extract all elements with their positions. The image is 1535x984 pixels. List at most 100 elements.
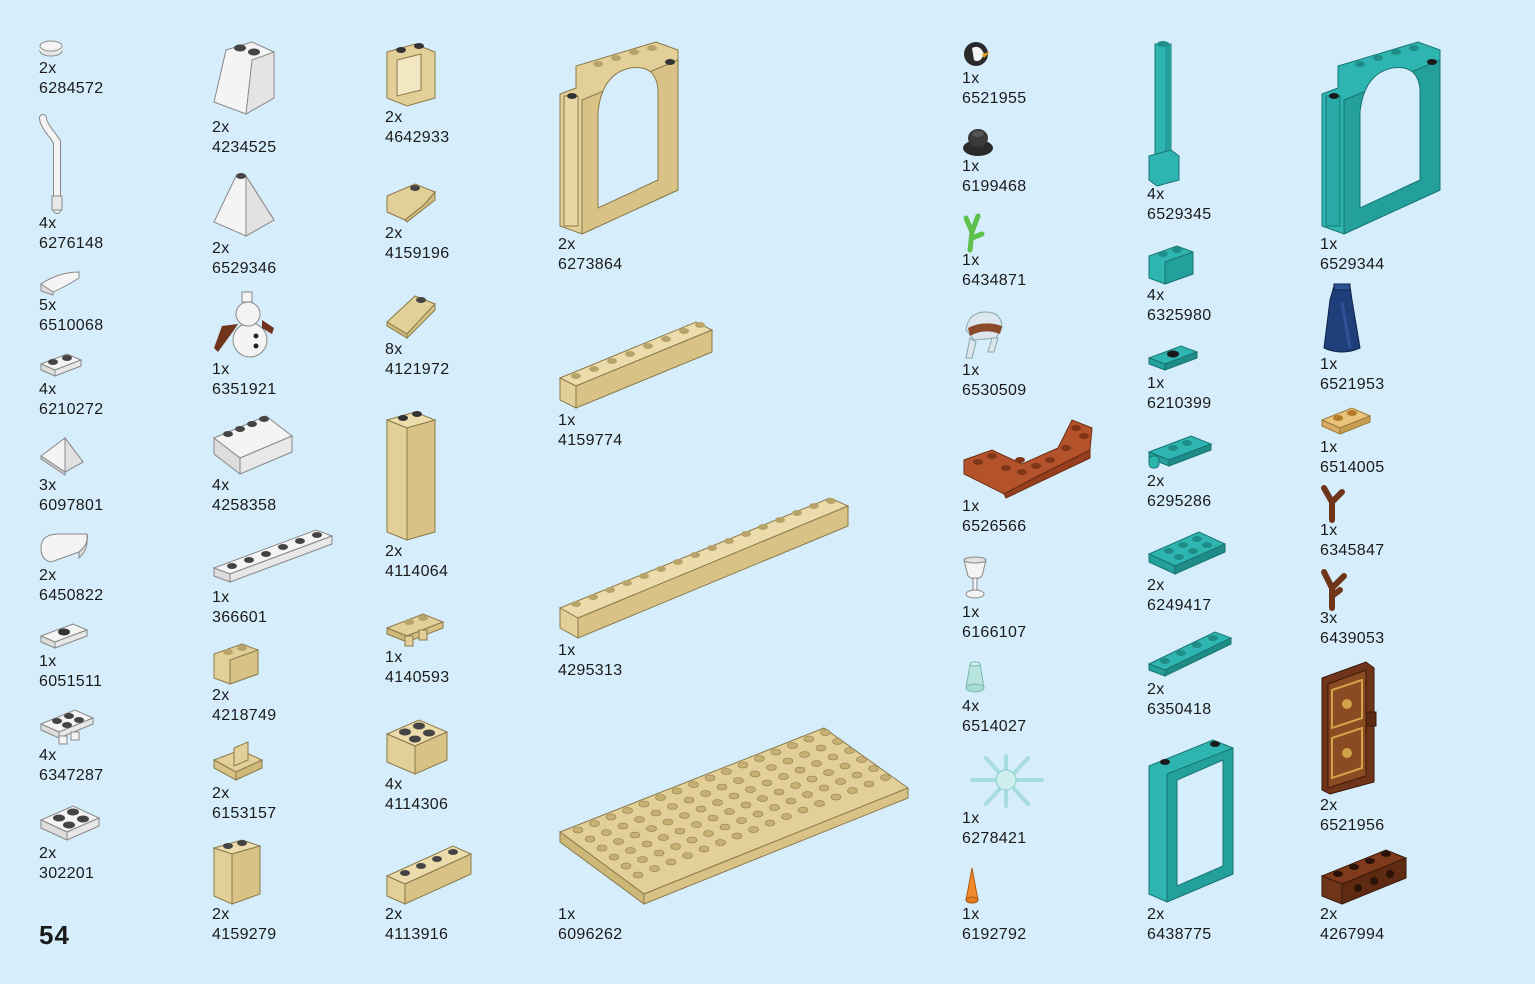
baseplate-stud xyxy=(572,826,584,834)
part-id: 6325980 xyxy=(1147,307,1212,324)
baseplate-stud xyxy=(778,773,789,780)
part-4114306: 4x 4114306 xyxy=(385,714,449,813)
part-id: 4234525 xyxy=(212,139,277,156)
part-366601: 1x 366601 xyxy=(212,526,334,626)
baseplate-stud xyxy=(698,845,710,853)
part-id: 4140593 xyxy=(385,669,450,686)
baseplate-stud xyxy=(863,780,875,788)
part-6350418: 2x 6350418 xyxy=(1147,628,1233,718)
part-qty: 1x xyxy=(558,906,576,923)
part-6325980: 4x 6325980 xyxy=(1147,242,1211,324)
baseplate-stud xyxy=(799,751,810,758)
part-qty: 1x xyxy=(212,361,230,378)
baseplate-stud xyxy=(803,735,815,743)
part-qty: 2x xyxy=(212,119,230,136)
baseplate-stud xyxy=(802,791,813,798)
baseplate-stud xyxy=(823,769,834,776)
baseplate-stud xyxy=(728,792,740,800)
baseplate-stud xyxy=(815,744,827,752)
baseplate-stud xyxy=(737,761,749,769)
baseplate-stud xyxy=(757,795,768,802)
part-id: 6530509 xyxy=(962,382,1027,399)
door-icon xyxy=(1321,661,1377,795)
part-6521953: 1x 6521953 xyxy=(1320,282,1384,393)
part-4121972: 8x 4121972 xyxy=(385,292,449,378)
part-qty: 3x xyxy=(1320,610,1338,627)
baseplate-stud xyxy=(811,760,822,767)
part-6450822: 2x 6450822 xyxy=(39,530,103,604)
baseplate-stud xyxy=(617,822,629,830)
part-id: 6529345 xyxy=(1147,206,1212,223)
page-number: 54 xyxy=(39,920,70,950)
part-6210399: 1x 6210399 xyxy=(1147,342,1211,412)
part-4159196: 2x 4159196 xyxy=(385,178,449,262)
baseplate-stud xyxy=(608,853,620,861)
twig-icon xyxy=(1321,569,1347,611)
part-6273864: 2x 6273864 xyxy=(558,40,682,273)
part-qty: 1x xyxy=(385,649,403,666)
baseplate-stud xyxy=(653,849,665,857)
baseplate-stud xyxy=(832,738,843,745)
part-qty: 1x xyxy=(962,158,980,175)
plate-2x3-icon xyxy=(1147,531,1227,575)
baseplate-stud xyxy=(700,790,711,797)
baseplate-stud xyxy=(818,784,830,792)
part-id: 4218749 xyxy=(212,707,277,724)
part-6192792: 1x 6192792 xyxy=(962,866,1026,943)
part-6530509: 1x 6530509 xyxy=(962,308,1026,399)
baseplate-stud xyxy=(632,871,644,879)
part-id: 4295313 xyxy=(558,662,623,679)
baseplate-stud xyxy=(856,756,867,763)
baseplate-stud xyxy=(764,819,776,827)
part-qty: 4x xyxy=(212,477,230,494)
part-id: 6351921 xyxy=(212,381,277,398)
part-302201: 2x 302201 xyxy=(39,800,101,882)
plate-clip-icon xyxy=(1147,435,1213,469)
part-qty: 2x xyxy=(385,543,403,560)
baseplate-stud xyxy=(839,762,851,770)
plate-1x16-icon xyxy=(558,497,850,639)
part-qty: 2x xyxy=(212,240,230,257)
pyramid-tile-icon xyxy=(40,436,84,476)
slope-brick-icon xyxy=(213,41,275,115)
part-id: 366601 xyxy=(212,609,268,626)
part-6166107: 1x 6166107 xyxy=(962,556,1026,641)
plate-2x2-icon xyxy=(39,805,101,841)
part-id: 6521953 xyxy=(1320,376,1385,393)
baseplate-stud xyxy=(794,766,806,774)
door-frame-icon xyxy=(1148,739,1234,903)
part-id: 302201 xyxy=(39,865,95,882)
part-id: 6097801 xyxy=(39,497,104,514)
baseplate-stud xyxy=(785,797,797,805)
part-6278421: 1x 6278421 xyxy=(962,752,1052,847)
part-qty: 1x xyxy=(1320,522,1338,539)
aviator-cap-icon xyxy=(965,311,1003,359)
baseplate-stud xyxy=(844,747,855,754)
part-qty: 2x xyxy=(39,845,57,862)
technic-brick-icon xyxy=(1320,849,1408,905)
bracket-icon xyxy=(212,741,264,781)
baseplate-stud xyxy=(790,782,801,789)
baseplate-stud xyxy=(625,847,636,854)
wedge-slope-icon xyxy=(386,295,436,340)
part-id: 4113916 xyxy=(385,926,449,943)
printed-tile-icon xyxy=(1320,407,1372,435)
part-qty: 1x xyxy=(962,362,980,379)
baseplate-stud xyxy=(695,805,707,813)
baseplate-stud xyxy=(733,777,744,784)
baseplate-stud xyxy=(629,831,641,839)
baseplate-stud xyxy=(584,835,596,843)
hinge-plate-icon xyxy=(385,613,445,647)
part-4113916: 2x 4113916 xyxy=(385,842,473,943)
part-qty: 2x xyxy=(558,236,576,253)
baseplate-stud xyxy=(782,757,794,765)
baseplate-stud xyxy=(715,839,726,846)
part-id: 6210272 xyxy=(39,401,104,418)
part-id: 4258358 xyxy=(212,497,277,514)
part-qty: 4x xyxy=(962,698,980,715)
baseplate-stud xyxy=(662,818,674,826)
part-4218749: 2x 4218749 xyxy=(212,640,276,724)
part-id: 6273864 xyxy=(558,256,623,273)
part-4234525: 2x 4234525 xyxy=(212,40,276,156)
baseplate-stud xyxy=(650,809,662,817)
